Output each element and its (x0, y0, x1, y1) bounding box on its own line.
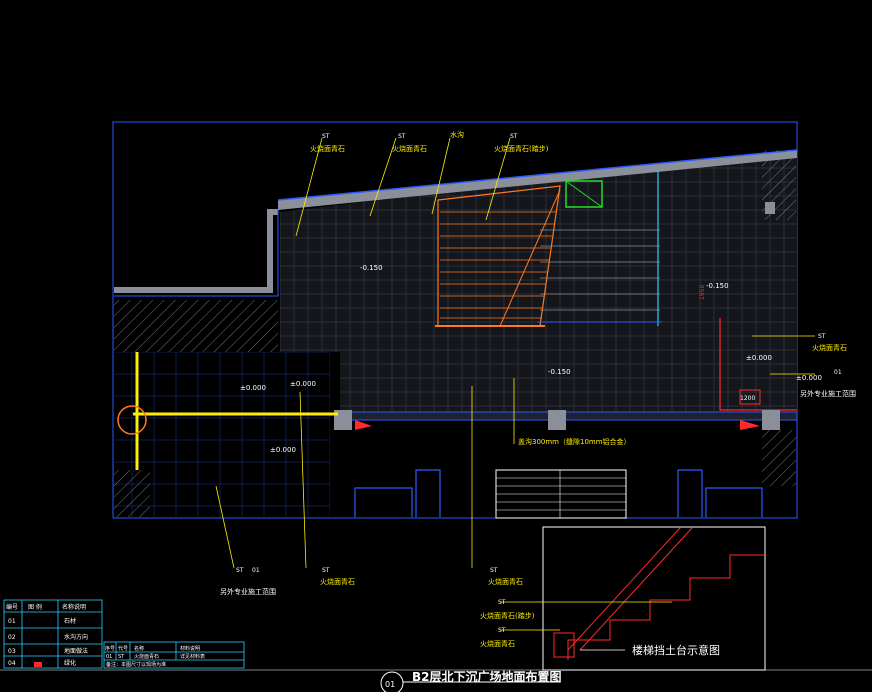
callout-st-2: ST (398, 133, 406, 140)
label-stone-4: 火烧面青石 (320, 577, 355, 586)
elev-2: ±0.000 (240, 384, 266, 392)
green-box (565, 180, 603, 208)
callout-num-1: 01 (252, 567, 260, 574)
note-row-0: 01 (106, 654, 112, 660)
label-stone-steps-1: 火烧面青石(踏步) (494, 144, 549, 153)
elev-1: -0.150 (360, 264, 383, 272)
legend-row-1-id: 01 (8, 618, 16, 625)
callout-st-3: ST (510, 133, 518, 140)
left-wall-hatch (114, 300, 278, 352)
label-stone-1: 火烧面青石 (310, 144, 345, 153)
right-steps (540, 229, 660, 311)
callout-num-2: 01 (834, 369, 842, 376)
label-stone-3: 火烧面青石 (812, 343, 847, 352)
plaza-tiles (280, 150, 797, 412)
label-stone-2: 火烧面青石 (392, 144, 427, 153)
note-header-1: 代号 (118, 645, 128, 652)
legend-row-4-id: 04 (8, 660, 16, 667)
label-stone-6: 火烧面青石 (480, 639, 515, 648)
label-water-channel: 水沟 (450, 130, 464, 139)
drawing-title: B2层北下沉广场地面布置图 (412, 669, 562, 684)
inset-caption: 楼梯挡土台示意图 (632, 643, 720, 657)
callout-st-5: ST (236, 567, 244, 574)
elev-8: ±0.000 (796, 374, 822, 382)
drawing-number: 01 (385, 680, 395, 689)
legend-row-3-id: 03 (8, 648, 16, 655)
dim-1200: 1200 (740, 395, 755, 402)
legend-header-1: 图 例 (28, 603, 42, 611)
note-row-2: 火烧面青石 (134, 653, 159, 660)
elev-4: -0.150 (548, 368, 571, 376)
legend-row-1-name: 石材 (64, 617, 76, 625)
legend-table (3, 599, 245, 669)
legend-row-3-name: 地面做法 (64, 647, 88, 655)
legend-row-2-id: 02 (8, 634, 16, 641)
left-bottom-hatch (114, 470, 150, 517)
callout-st-1: ST (322, 133, 330, 140)
note-row-1: ST (118, 654, 125, 660)
note-header-0: 序号 (105, 645, 115, 652)
leader-lines (215, 137, 815, 631)
label-soil-right: 另外专业施工范围 (800, 389, 856, 398)
label-soil-left: 另外专业施工范围 (220, 587, 276, 596)
label-stone-5: 火烧面青石 (488, 577, 523, 586)
note-text: 备注：本图尺寸以现场为准 (106, 661, 166, 668)
callout-st-4: ST (818, 333, 826, 340)
callout-st-8: ST (498, 599, 506, 606)
elev-5: ±0.000 (270, 446, 296, 454)
column-circle (117, 405, 147, 435)
step-wall (114, 209, 278, 293)
inset-stair-profile (567, 527, 765, 660)
callout-st-6: ST (322, 567, 330, 574)
note-header-2: 名称 (134, 645, 144, 652)
elev-6: -0.150 (706, 282, 729, 290)
legend-row-2-name: 水沟方向 (64, 633, 88, 641)
elev-7: ±0.000 (746, 354, 772, 362)
note-row-3: 详见材料表 (180, 653, 205, 660)
note-header-3: 材料说明 (180, 645, 200, 652)
label-gutter-note: 盖沟300mm（缝隙10mm铝合金） (518, 437, 631, 446)
elev-3: ±0.000 (290, 380, 316, 388)
callout-st-9: ST (498, 627, 506, 634)
stair-cut-line (499, 189, 561, 327)
lower-building (354, 469, 763, 517)
label-stone-steps-2: 火烧面青石(踏步) (480, 611, 535, 620)
north-wall (278, 150, 797, 210)
callout-st-7: ST (490, 567, 498, 574)
dim-1950: 1950 (699, 285, 706, 300)
stair-treads (440, 211, 556, 319)
legend-header-0: 编号 (6, 603, 18, 611)
drawing-number-circle (380, 671, 404, 692)
legend-header-2: 名称说明 (62, 603, 86, 611)
legend-row-4-name: 绿化 (64, 659, 76, 667)
